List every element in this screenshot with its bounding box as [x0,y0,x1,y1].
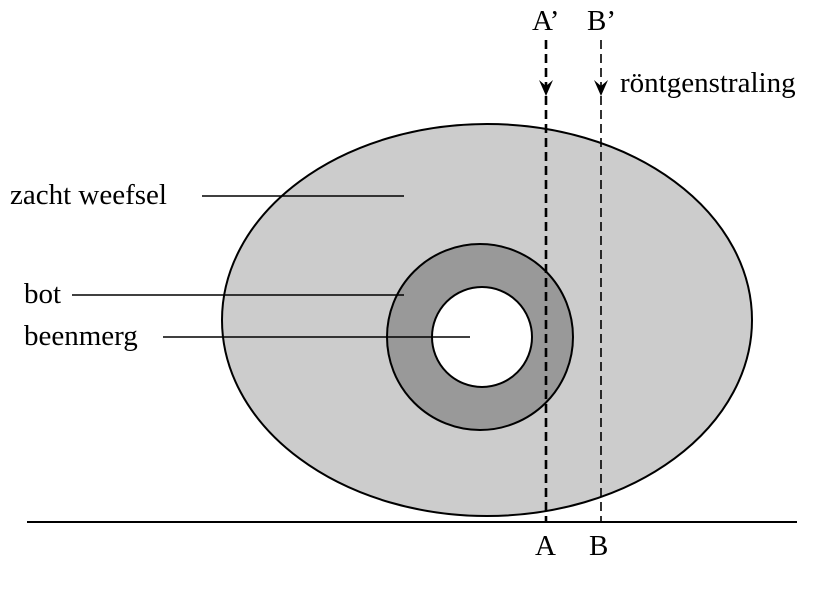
ray-arrow-a-icon [539,80,553,96]
label-soft-tissue: zacht weefsel [10,179,167,211]
point-b-bottom: B [589,530,608,562]
ray-arrow-b-icon [594,80,608,96]
label-bone: bot [24,278,61,310]
point-a-bottom: A [535,530,556,562]
label-xray: röntgenstraling [620,67,796,99]
point-b-top: B’ [587,5,616,37]
label-marrow: beenmerg [24,320,138,352]
point-a-top: A’ [532,5,559,37]
